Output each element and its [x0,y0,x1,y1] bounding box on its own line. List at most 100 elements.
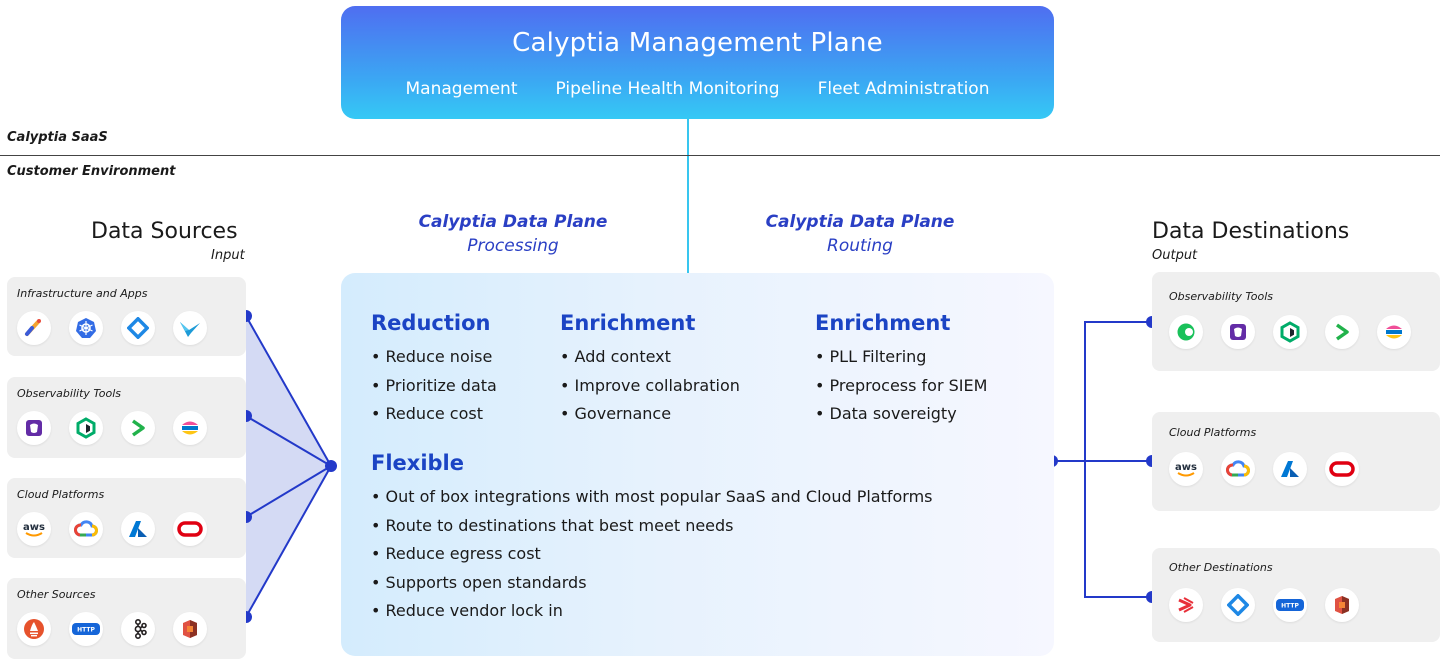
management-plane-items: Management Pipeline Health Monitoring Fl… [341,79,1054,99]
fan-hub-dot [325,460,337,472]
list-item: Data sovereigty [815,400,987,429]
sources-sub: Input [211,248,245,263]
svg-text:HTTP: HTTP [77,627,95,634]
source-group-cloud: Cloud Platforms aws [7,478,246,558]
aws-icon: aws [17,512,51,546]
group-label: Other Sources [17,588,96,601]
management-plane-title: Calyptia Management Plane [512,28,883,58]
processing-sub: Processing [467,236,559,256]
list-item: Supports open standards [371,569,933,598]
reduction-heading: Reduction [371,311,491,335]
dest-bus-line [1084,321,1152,598]
list-item: Reduce noise [371,343,497,372]
enrichment-routing-column: Enrichment PLL Filtering Preprocess for … [815,311,987,429]
group-label: Observability Tools [1169,290,1273,303]
diamond-logo-icon [121,311,155,345]
chevron-logo-icon [1325,315,1359,349]
routing-sub: Routing [827,236,893,256]
icon-row [17,311,207,345]
group-label: Cloud Platforms [1169,426,1257,439]
enrichment-list: Add context Improve collabration Governa… [560,343,740,429]
sources-fan-shape [246,316,331,617]
saas-label: Calyptia SaaS [7,130,108,145]
source-connector-3 [245,465,332,518]
prometheus-icon [17,612,51,646]
enrichment-processing-column: Enrichment Add context Improve collabrat… [560,311,740,429]
routing-title: Calyptia Data Plane [765,212,955,232]
sources-heading: Data Sources [91,219,238,244]
group-label: Other Destinations [1169,561,1273,574]
icon-row [1169,315,1411,349]
group-label: Infrastructure and Apps [17,287,148,300]
reduction-list: Reduce noise Prioritize data Reduce cost [371,343,497,429]
svg-text:aws: aws [23,522,45,533]
newrelic-icon [69,411,103,445]
source-connector-4 [245,465,332,618]
svg-text:HTTP: HTTP [1281,603,1299,610]
management-plane-box: Calyptia Management Plane Management Pip… [341,6,1054,119]
icon-row: aws [17,512,207,546]
elastic-icon [173,411,207,445]
dest-group-other: Other Destinations HTTP [1152,548,1440,642]
list-item: Add context [560,343,740,372]
azure-icon [1273,452,1307,486]
diamond-logo-icon [1221,588,1255,622]
pipeline-health-item: Pipeline Health Monitoring [555,79,780,99]
list-item: Reduce egress cost [371,540,933,569]
dest-group-cloud: Cloud Platforms aws [1152,412,1440,511]
chevron-logo-icon [121,411,155,445]
group-label: Cloud Platforms [17,488,105,501]
http-icon: HTTP [69,612,103,646]
flexible-column: Flexible Out of box integrations with mo… [371,451,933,626]
list-item: Preprocess for SIEM [815,372,988,401]
enrichment-heading: Enrichment [560,311,696,335]
observe-icon [1169,315,1203,349]
datadog-icon [1221,315,1255,349]
elastic-icon [1377,315,1411,349]
flexible-heading: Flexible [371,451,465,475]
oracle-icon [173,512,207,546]
splunk-icon [1169,588,1203,622]
aws-s3-icon [173,612,207,646]
http-icon: HTTP [1273,588,1307,622]
list-item: Reduce vendor lock in [371,597,933,626]
dest-group-observability: Observability Tools [1152,272,1440,371]
data-plane-panel: Reduction Reduce noise Prioritize data R… [341,273,1054,656]
aws-icon: aws [1169,452,1203,486]
icon-row: HTTP [1169,588,1359,622]
newrelic-icon [1273,315,1307,349]
google-cloud-icon [69,512,103,546]
list-item: Improve collabration [560,372,740,401]
kubernetes-icon [69,311,103,345]
icon-row: HTTP [17,612,207,646]
list-item: PLL Filtering [815,343,987,372]
processing-title: Calyptia Data Plane [418,212,608,232]
datadog-icon [17,411,51,445]
source-connector-1 [245,315,332,467]
kafka-icon [121,612,155,646]
telescope-icon [17,311,51,345]
list-item: Route to destinations that best meet nee… [371,512,933,541]
destinations-sub: Output [1152,248,1198,263]
source-group-other: Other Sources HTTP [7,578,246,659]
svg-text:aws: aws [1175,462,1197,473]
icon-row [17,411,207,445]
aws-s3-icon [1325,588,1359,622]
list-item: Out of box integrations with most popula… [371,483,933,512]
reduction-column: Reduction Reduce noise Prioritize data R… [371,311,497,429]
environment-divider [0,155,1440,156]
list-item: Governance [560,400,740,429]
destinations-heading: Data Destinations [1152,219,1350,244]
icon-row: aws [1169,452,1359,486]
oracle-icon [1325,452,1359,486]
hummingbird-icon [173,311,207,345]
enrichment-routing-heading: Enrichment [815,311,951,335]
google-cloud-icon [1221,452,1255,486]
enrichment-routing-list: PLL Filtering Preprocess for SIEM Data s… [815,343,988,429]
flexible-list: Out of box integrations with most popula… [371,483,933,626]
list-item: Reduce cost [371,400,497,429]
management-item: Management [405,79,518,99]
list-item: Prioritize data [371,372,497,401]
group-label: Observability Tools [17,387,121,400]
